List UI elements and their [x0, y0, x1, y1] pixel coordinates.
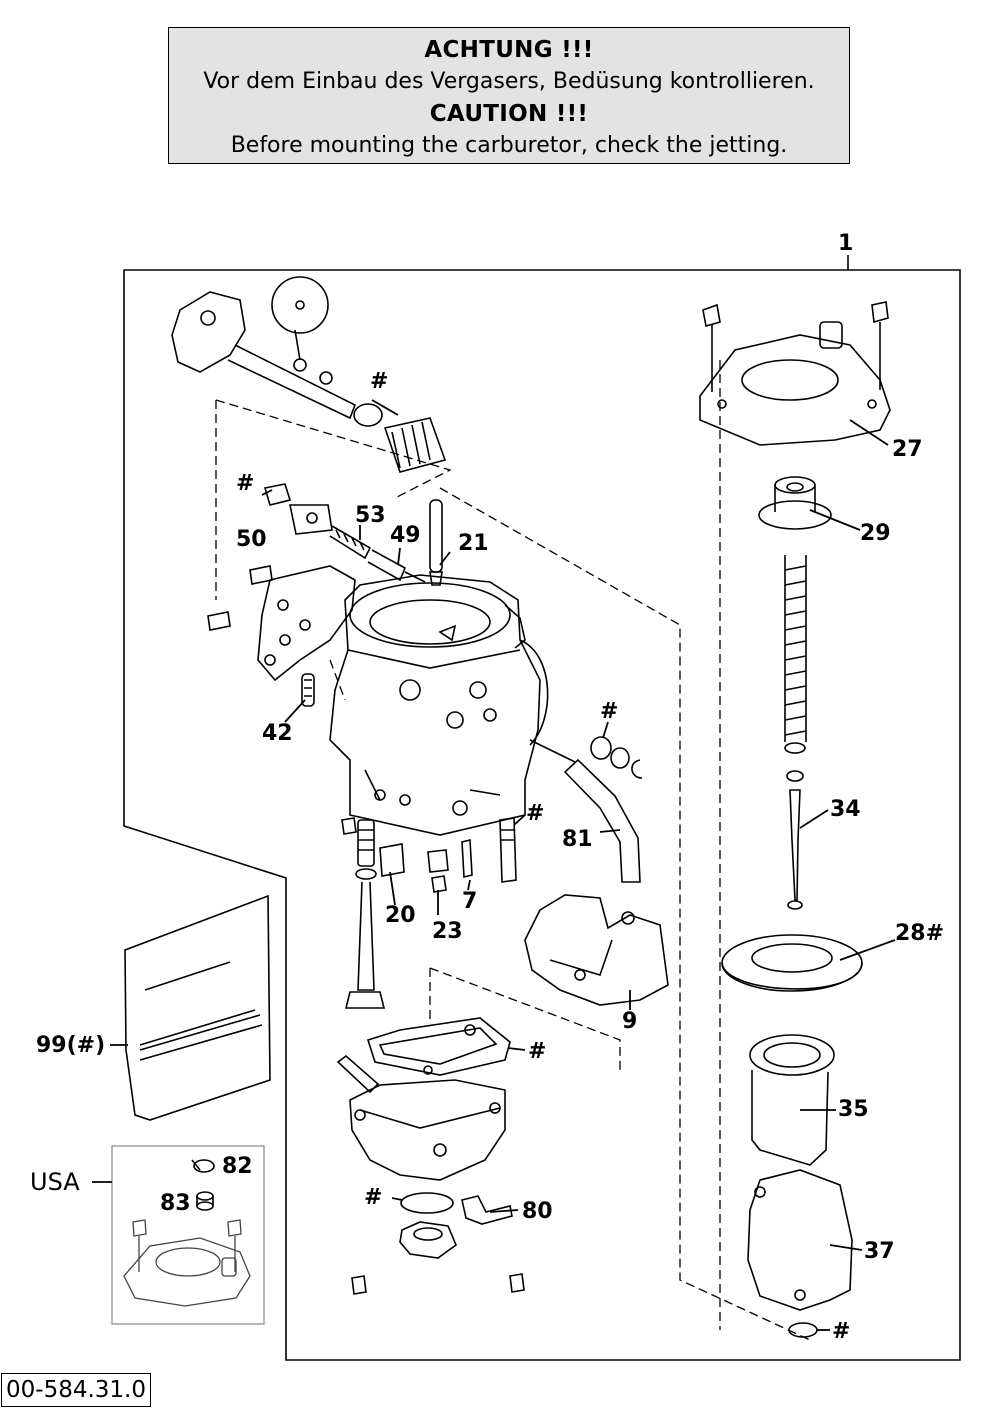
choke-linkage-part: [171, 276, 357, 420]
callout-hash-gasket: #: [528, 1039, 546, 1064]
o-ring-part: [590, 736, 612, 760]
float-part: [524, 894, 669, 1006]
adjuster-screw-part: [263, 483, 426, 583]
callout-hash-top: #: [370, 369, 388, 394]
callout-29: 29: [860, 521, 891, 546]
callout-42: 42: [262, 721, 293, 746]
callout-21: 21: [458, 531, 489, 556]
clip-part: [191, 1159, 215, 1173]
callout-7: 7: [462, 889, 477, 914]
cable-adjuster-part: [758, 476, 832, 530]
callout-99: 99(#): [36, 1033, 105, 1058]
cap-part: [196, 1191, 214, 1211]
assembly-outline: [123, 255, 961, 1361]
callout-hash-37: #: [832, 1319, 850, 1344]
callout-28: 28#: [895, 921, 944, 946]
screw-part: [351, 1275, 367, 1295]
callout-hash-80: #: [364, 1185, 382, 1210]
callout-23: 23: [432, 919, 463, 944]
caution-heading-en: CAUTION !!!: [429, 101, 589, 127]
slide-spring-part: [784, 555, 807, 782]
callout-35: 35: [838, 1097, 869, 1122]
repair-kit-package: [124, 894, 271, 1121]
o-ring-part: [400, 1192, 454, 1214]
caution-notice: ACHTUNG !!! Vor dem Einbau des Vergasers…: [168, 27, 850, 164]
jet-tube-part: [429, 499, 443, 586]
callout-9: 9: [622, 1009, 637, 1034]
carburetor-body: [329, 574, 549, 836]
callout-81: 81: [562, 827, 593, 852]
callout-80: 80: [522, 1199, 553, 1224]
washer-part: [610, 747, 630, 769]
leader-lines: [92, 399, 896, 1331]
usa-top-cover-part: [123, 1219, 251, 1307]
callout-hash-ring: #: [600, 699, 618, 724]
callout-49: 49: [390, 523, 421, 548]
caution-text-de: Vor dem Einbau des Vergasers, Bedüsung k…: [203, 69, 815, 94]
pilot-jet-part: [301, 673, 315, 707]
callout-hash-7: #: [526, 801, 544, 826]
callout-37: 37: [864, 1239, 895, 1264]
usa-region-label: USA: [30, 1168, 80, 1196]
throttle-slide-part: [749, 1034, 835, 1166]
drain-screw-part: [336, 1054, 380, 1094]
spring-housing-part: [383, 417, 447, 473]
o-ring-part: [353, 403, 383, 427]
carburetor-top-cover: [699, 301, 891, 446]
usa-inset-box: [111, 1145, 265, 1325]
float-chamber-parts: [341, 817, 517, 1009]
callout-53: 53: [355, 503, 386, 528]
slide-cover-part: [747, 1169, 853, 1311]
drawing-code-label: 00-584.31.0: [1, 1373, 151, 1407]
callout-34: 34: [830, 797, 861, 822]
caution-heading-de: ACHTUNG !!!: [424, 37, 594, 63]
dashed-guides: [215, 360, 811, 1341]
callout-83: 83: [160, 1191, 191, 1216]
caution-text-en: Before mounting the carburetor, check th…: [230, 133, 788, 158]
overflow-hose-part: [529, 739, 641, 883]
hose-fitting-part: [461, 1195, 513, 1225]
callout-50: 50: [236, 527, 267, 552]
drain-plug-part: [399, 1221, 457, 1259]
throttle-cover-plate: [207, 565, 356, 682]
bowl-gasket-part: [366, 1017, 511, 1076]
callout-27: 27: [892, 437, 923, 462]
circlip-part: [631, 759, 643, 779]
float-bowl-part: [349, 1079, 506, 1181]
callout-hash-50: #: [236, 471, 254, 496]
callout-1: 1: [838, 231, 853, 256]
callout-82: 82: [222, 1154, 253, 1179]
diaphragm-part: [721, 934, 863, 992]
screw-part: [509, 1273, 525, 1293]
jet-needle-part: [787, 789, 803, 910]
o-ring-part: [788, 1322, 818, 1338]
callout-20: 20: [385, 903, 416, 928]
